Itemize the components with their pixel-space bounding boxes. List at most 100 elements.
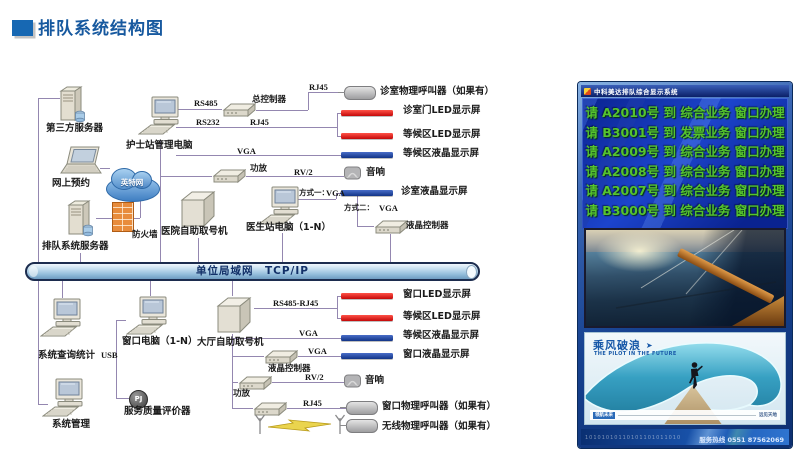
cable-label-rs232: RS232 [196, 117, 220, 127]
paper-plane-icon: ➤ [645, 341, 654, 350]
poster-caption-strip: 领航未来 远见天地 [590, 410, 780, 420]
connector-line [337, 296, 338, 319]
connector-line [232, 408, 253, 409]
runner-silhouette [689, 362, 703, 389]
desktop-computer-icon [42, 378, 88, 420]
speaker-icon [344, 374, 361, 388]
label-evaluator: 服务质量评价器 [124, 406, 191, 417]
amplifier-icon [212, 167, 246, 183]
label-firewall: 防火墙 [132, 230, 158, 240]
led-display-bar [341, 315, 393, 321]
label-room-door-led: 诊室门LED显示屏 [403, 105, 481, 116]
connector-line [246, 176, 344, 177]
kiosk-icon [214, 296, 254, 334]
lightning-icon [268, 419, 332, 432]
connector-line [254, 308, 337, 309]
connector-line [390, 234, 391, 262]
label-third-party-server: 第三方服务器 [46, 123, 104, 134]
connector-line [150, 281, 151, 296]
lcd-display-bar [341, 353, 393, 359]
label-speaker-top: 音响 [366, 167, 386, 178]
cable-label-rj45: RJ45 [309, 82, 328, 92]
kiosk-icon [178, 190, 218, 228]
lcd-controller-icon [374, 218, 408, 234]
label-mode2: 方式二： [344, 203, 374, 212]
queue-call-screen: 请 A2010号 到 综合业务 窗口办理 请 B3001号 到 发票业务 窗口办… [582, 98, 788, 229]
speaker-icon [344, 166, 361, 180]
hotline-text: 服务热线 0551 87562069 [699, 435, 784, 444]
physical-caller-icon [338, 86, 376, 100]
label-window-lcd: 窗口液晶显示屏 [403, 349, 470, 360]
amplifier-icon [238, 374, 272, 390]
connector-line [176, 109, 222, 110]
page-title: 排队系统结构图 [38, 19, 164, 39]
desktop-computer-icon [126, 296, 172, 338]
label-room-caller: 诊室物理呼叫器（如果有） [380, 86, 495, 97]
connector-line [160, 140, 161, 262]
queue-call-line: 请 A2008号 到 综合业务 窗口办理 [585, 163, 785, 179]
label-doctor-pc: 医生站电脑（1-N） [246, 222, 332, 233]
led-display-bar [341, 110, 393, 116]
queue-call-line: 请 B3001号 到 发票业务 窗口办理 [585, 124, 785, 140]
connector-line [176, 127, 337, 128]
connector-line [62, 281, 63, 298]
desktop-computer-icon [40, 298, 86, 340]
cable-label-rv2: RV/2 [294, 167, 313, 177]
label-window-caller: 窗口物理呼叫器（如果有） [382, 401, 497, 412]
physical-caller-icon [340, 419, 378, 433]
label-lobby-kiosk: 大厅自助取号机 [197, 337, 264, 348]
firewall-icon [112, 202, 134, 232]
label-lcd-controller-top: 液晶控制器 [406, 221, 449, 231]
poster-frame: 乘风破浪 ➤ THE PILOT IN THE FUTURE 领航未来 远见天地 [584, 332, 786, 425]
label-query-stats-pc: 系统查询统计 [38, 350, 96, 361]
connector-line [256, 110, 308, 111]
poster-title-row: 乘风破浪 ➤ [593, 337, 654, 353]
connector-line [337, 113, 338, 137]
antenna-icon [254, 414, 266, 434]
connector-line [116, 320, 117, 398]
connector-line [232, 338, 341, 339]
queue-call-line: 请 A2009号 到 综合业务 窗口办理 [585, 144, 785, 159]
connector-line [38, 98, 60, 99]
poster-tag-left: 领航未来 [593, 411, 615, 419]
connector-line [308, 92, 344, 93]
connector-line [80, 253, 81, 262]
label-mode1: 方式一： [299, 188, 329, 197]
lcd-controller-icon [264, 348, 298, 364]
connector-line [232, 334, 233, 408]
cable-label-rv2: RV/2 [305, 372, 324, 382]
label-queue-server: 排队系统服务器 [42, 241, 109, 252]
server-icon [56, 84, 88, 126]
connector-line [96, 218, 112, 219]
queue-display-panel: 中科美达排队综合显示系统 请 A2010号 到 综合业务 窗口办理 请 B300… [578, 82, 792, 448]
cable-label-vga: VGA [379, 203, 398, 213]
poster-tag-right: 远见天地 [759, 413, 777, 418]
label-window-pc: 窗口电脑（1-N） [122, 336, 198, 347]
display-footer-bar: 10101010110101101011010 服务热线 0551 875620… [581, 429, 789, 445]
label-main-controller: 总控制器 [252, 95, 287, 105]
connector-line [298, 199, 336, 200]
connector-line [160, 176, 212, 177]
connector-line [38, 404, 48, 405]
connector-line [232, 356, 264, 357]
caption-line [618, 414, 756, 416]
cable-label-usb: USB [101, 350, 118, 360]
label-room-lcd: 诊室液晶显示屏 [401, 186, 468, 197]
desktop-computer-icon [138, 96, 184, 138]
display-logo-icon [584, 87, 591, 95]
display-titlebar: 中科美达排队综合显示系统 [581, 85, 789, 97]
lcd-display-bar [341, 190, 393, 196]
label-waiting-lcd-top: 等候区液晶显示屏 [403, 148, 480, 159]
queue-call-line: 请 A2007号 到 综合业务 窗口办理 [585, 183, 785, 198]
lan-bus: 单位局域网 TCP/IP [25, 262, 480, 281]
connector-line [38, 98, 39, 405]
connector-line [130, 218, 140, 219]
cable-label-vga: VGA [299, 328, 318, 338]
binary-decoration: 10101010110101101011010 [585, 435, 682, 441]
label-nurse-station-pc: 护士站管理电脑 [126, 140, 193, 151]
cable-label-rj45: RJ45 [250, 117, 269, 127]
connector-line [198, 238, 199, 262]
label-amplifier-bottom: 功放 [233, 389, 251, 399]
poster-subtitle: THE PILOT IN THE FUTURE [594, 351, 677, 357]
ocean-video-frame [584, 228, 786, 328]
